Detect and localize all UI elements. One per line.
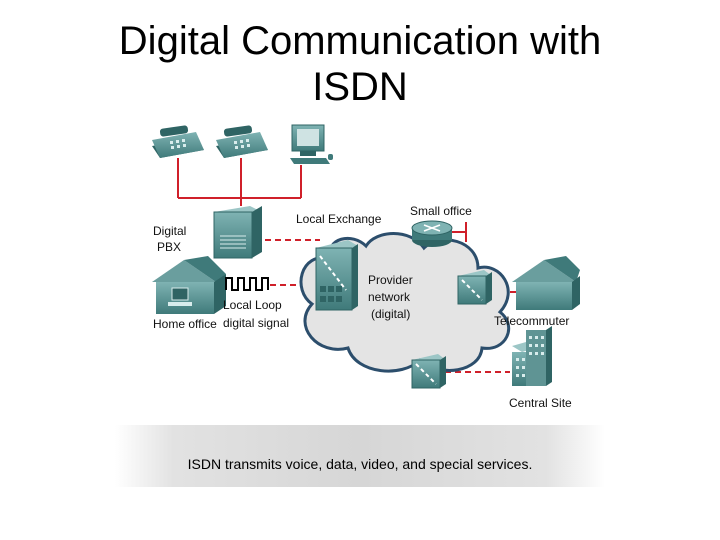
router-icon: [411, 220, 453, 247]
house-icon: [152, 256, 226, 314]
digital-wave-icon: [225, 277, 269, 291]
label-local-loop-line2: digital signal: [223, 316, 289, 330]
label-digital-pbx-line2: PBX: [157, 240, 181, 254]
label-central-site: Central Site: [509, 396, 572, 410]
phone-icon: [216, 125, 268, 158]
slide-title: Digital Communication with ISDN: [0, 18, 720, 110]
label-small-office: Small office: [410, 204, 472, 218]
label-provider-line1: Provider: [368, 273, 413, 287]
isdn-switch-icon: [457, 270, 492, 305]
label-provider-line3: (digital): [371, 307, 410, 321]
label-provider-line2: network: [368, 290, 411, 304]
label-local-exchange: Local Exchange: [296, 212, 382, 226]
caption-text: ISDN transmits voice, data, video, and s…: [187, 456, 533, 472]
label-telecommuter: Telecommuter: [494, 314, 569, 328]
computer-icon: [290, 124, 333, 164]
isdn-switch-icon: [411, 354, 446, 389]
label-digital-pbx-line1: Digital: [153, 224, 186, 238]
phone-icon: [152, 125, 204, 158]
caption-band: [115, 425, 605, 487]
label-local-loop-line1: Local Loop: [223, 298, 282, 312]
slide-title-line1: Digital Communication with: [118, 19, 602, 63]
isdn-switch-icon: [315, 240, 358, 311]
label-home-office: Home office: [153, 317, 217, 331]
building-icon: [512, 326, 552, 386]
slide-title-line2: ISDN: [312, 65, 408, 109]
house-icon: [512, 256, 580, 310]
pbx-icon: [213, 206, 262, 259]
